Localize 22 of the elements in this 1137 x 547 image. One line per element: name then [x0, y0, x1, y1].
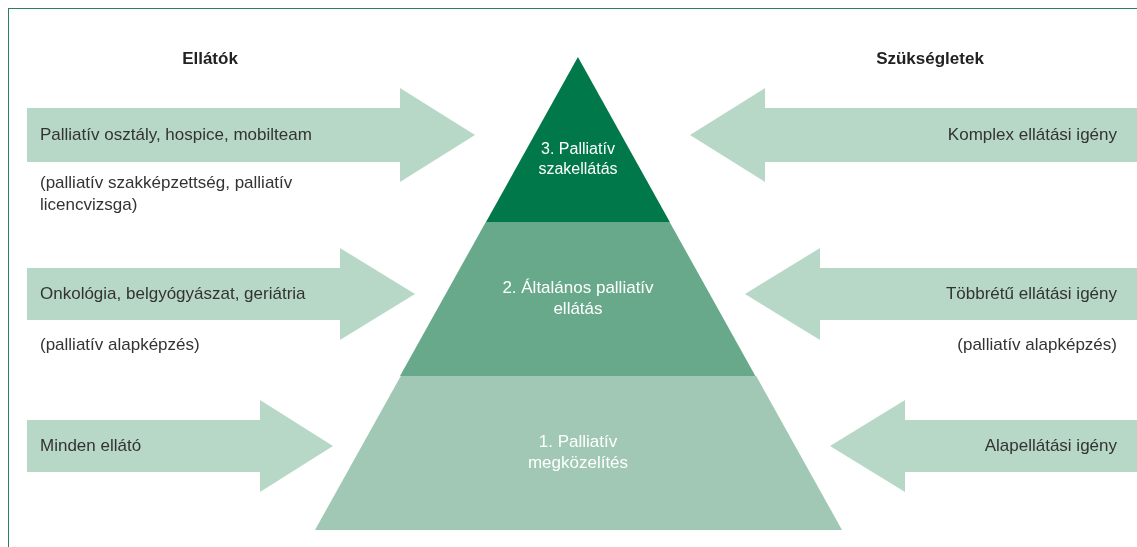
- block-arrow: [27, 400, 333, 492]
- arrow-label: Alapellátási igény: [984, 435, 1117, 457]
- arrow-label: Többrétű ellátási igény: [945, 283, 1117, 305]
- block-arrow: [830, 400, 1137, 492]
- block-arrow: [745, 248, 1137, 340]
- column-heading: Szükségletek: [875, 49, 985, 69]
- arrow-label: Palliatív osztály, hospice, mobilteam: [40, 124, 312, 146]
- pyramid-tier: [400, 222, 756, 376]
- tier-label: 3. Palliatív szakellátás: [537, 139, 619, 179]
- block-arrow: [27, 248, 415, 340]
- pyramid-tier: [314, 376, 842, 530]
- arrow-label: Komplex ellátási igény: [947, 124, 1117, 146]
- arrow-label: Minden ellátó: [40, 435, 142, 457]
- block-arrow: [690, 88, 1137, 182]
- tier-label: 1. Palliatív megközelítés: [526, 431, 630, 474]
- note-text: (palliatív szakképzettség, palliatív licencvizsga): [40, 172, 294, 217]
- arrow-label: Onkológia, belgyógyászat, geriátria: [40, 283, 306, 305]
- column-heading: Ellátók: [181, 49, 239, 69]
- note-text: (palliatív alapképzés): [40, 334, 201, 356]
- note-text: (palliatív alapképzés): [956, 334, 1117, 356]
- tier-label: 2. Általános palliatív ellátás: [501, 277, 655, 320]
- pyramid-tier: [486, 57, 670, 222]
